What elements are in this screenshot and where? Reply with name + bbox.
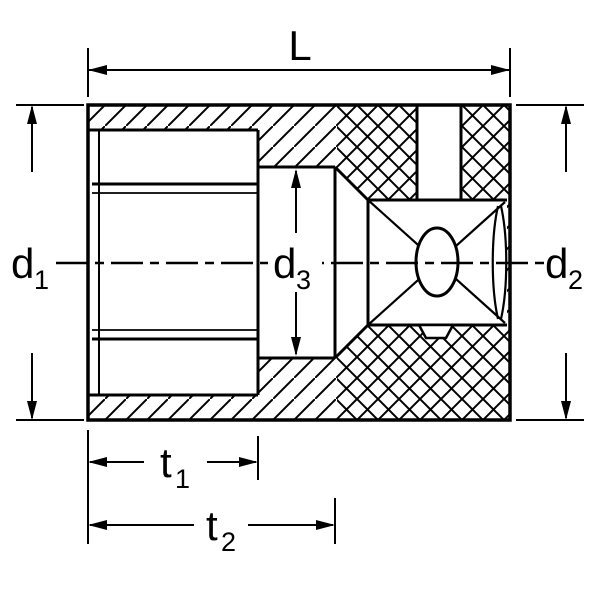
- arrowhead-up-icon: [561, 105, 571, 124]
- ball-detent-notch: [416, 323, 456, 340]
- arrowhead-down-icon: [27, 401, 37, 420]
- label-t1-subscript: 1: [175, 464, 190, 494]
- label-d1-subscript: 1: [34, 265, 49, 295]
- label-d2-subscript: 2: [568, 265, 583, 295]
- dimension-t1: t 1: [87, 430, 259, 544]
- dimension-L: L: [87, 22, 511, 97]
- dimension-t2: t 2: [88, 498, 336, 557]
- arrowhead-right-icon: [316, 520, 335, 530]
- label-d2: d: [545, 240, 568, 287]
- dimension-d3: d 3: [268, 169, 322, 356]
- label-t1: t: [160, 439, 172, 486]
- arrowhead-up-icon: [291, 169, 301, 188]
- arrowhead-down-icon: [561, 401, 571, 420]
- arrowhead-down-icon: [291, 337, 301, 356]
- chamfer-arc: [491, 205, 500, 320]
- label-d1: d: [11, 240, 34, 287]
- label-d3: d: [273, 240, 296, 287]
- dimension-d1: d 1: [11, 104, 84, 421]
- arrowhead-right-icon: [239, 457, 258, 467]
- dimension-d2: d 2: [516, 104, 584, 421]
- arrowhead-right-icon: [491, 65, 510, 75]
- square-drive-top-slot: [417, 106, 461, 200]
- arrowhead-left-icon: [88, 520, 107, 530]
- funnel-bottom-edge: [333, 323, 370, 360]
- label-t2-subscript: 2: [221, 527, 236, 557]
- arrowhead-left-icon: [88, 65, 107, 75]
- crosshatch-bottom-right: [337, 323, 510, 420]
- funnel-top-edge: [333, 165, 370, 202]
- arrowhead-left-icon: [88, 457, 107, 467]
- label-L: L: [288, 22, 311, 69]
- label-d3-subscript: 3: [296, 265, 311, 295]
- label-backing: [268, 242, 322, 286]
- label-t2: t: [206, 502, 218, 549]
- arrowhead-up-icon: [27, 105, 37, 124]
